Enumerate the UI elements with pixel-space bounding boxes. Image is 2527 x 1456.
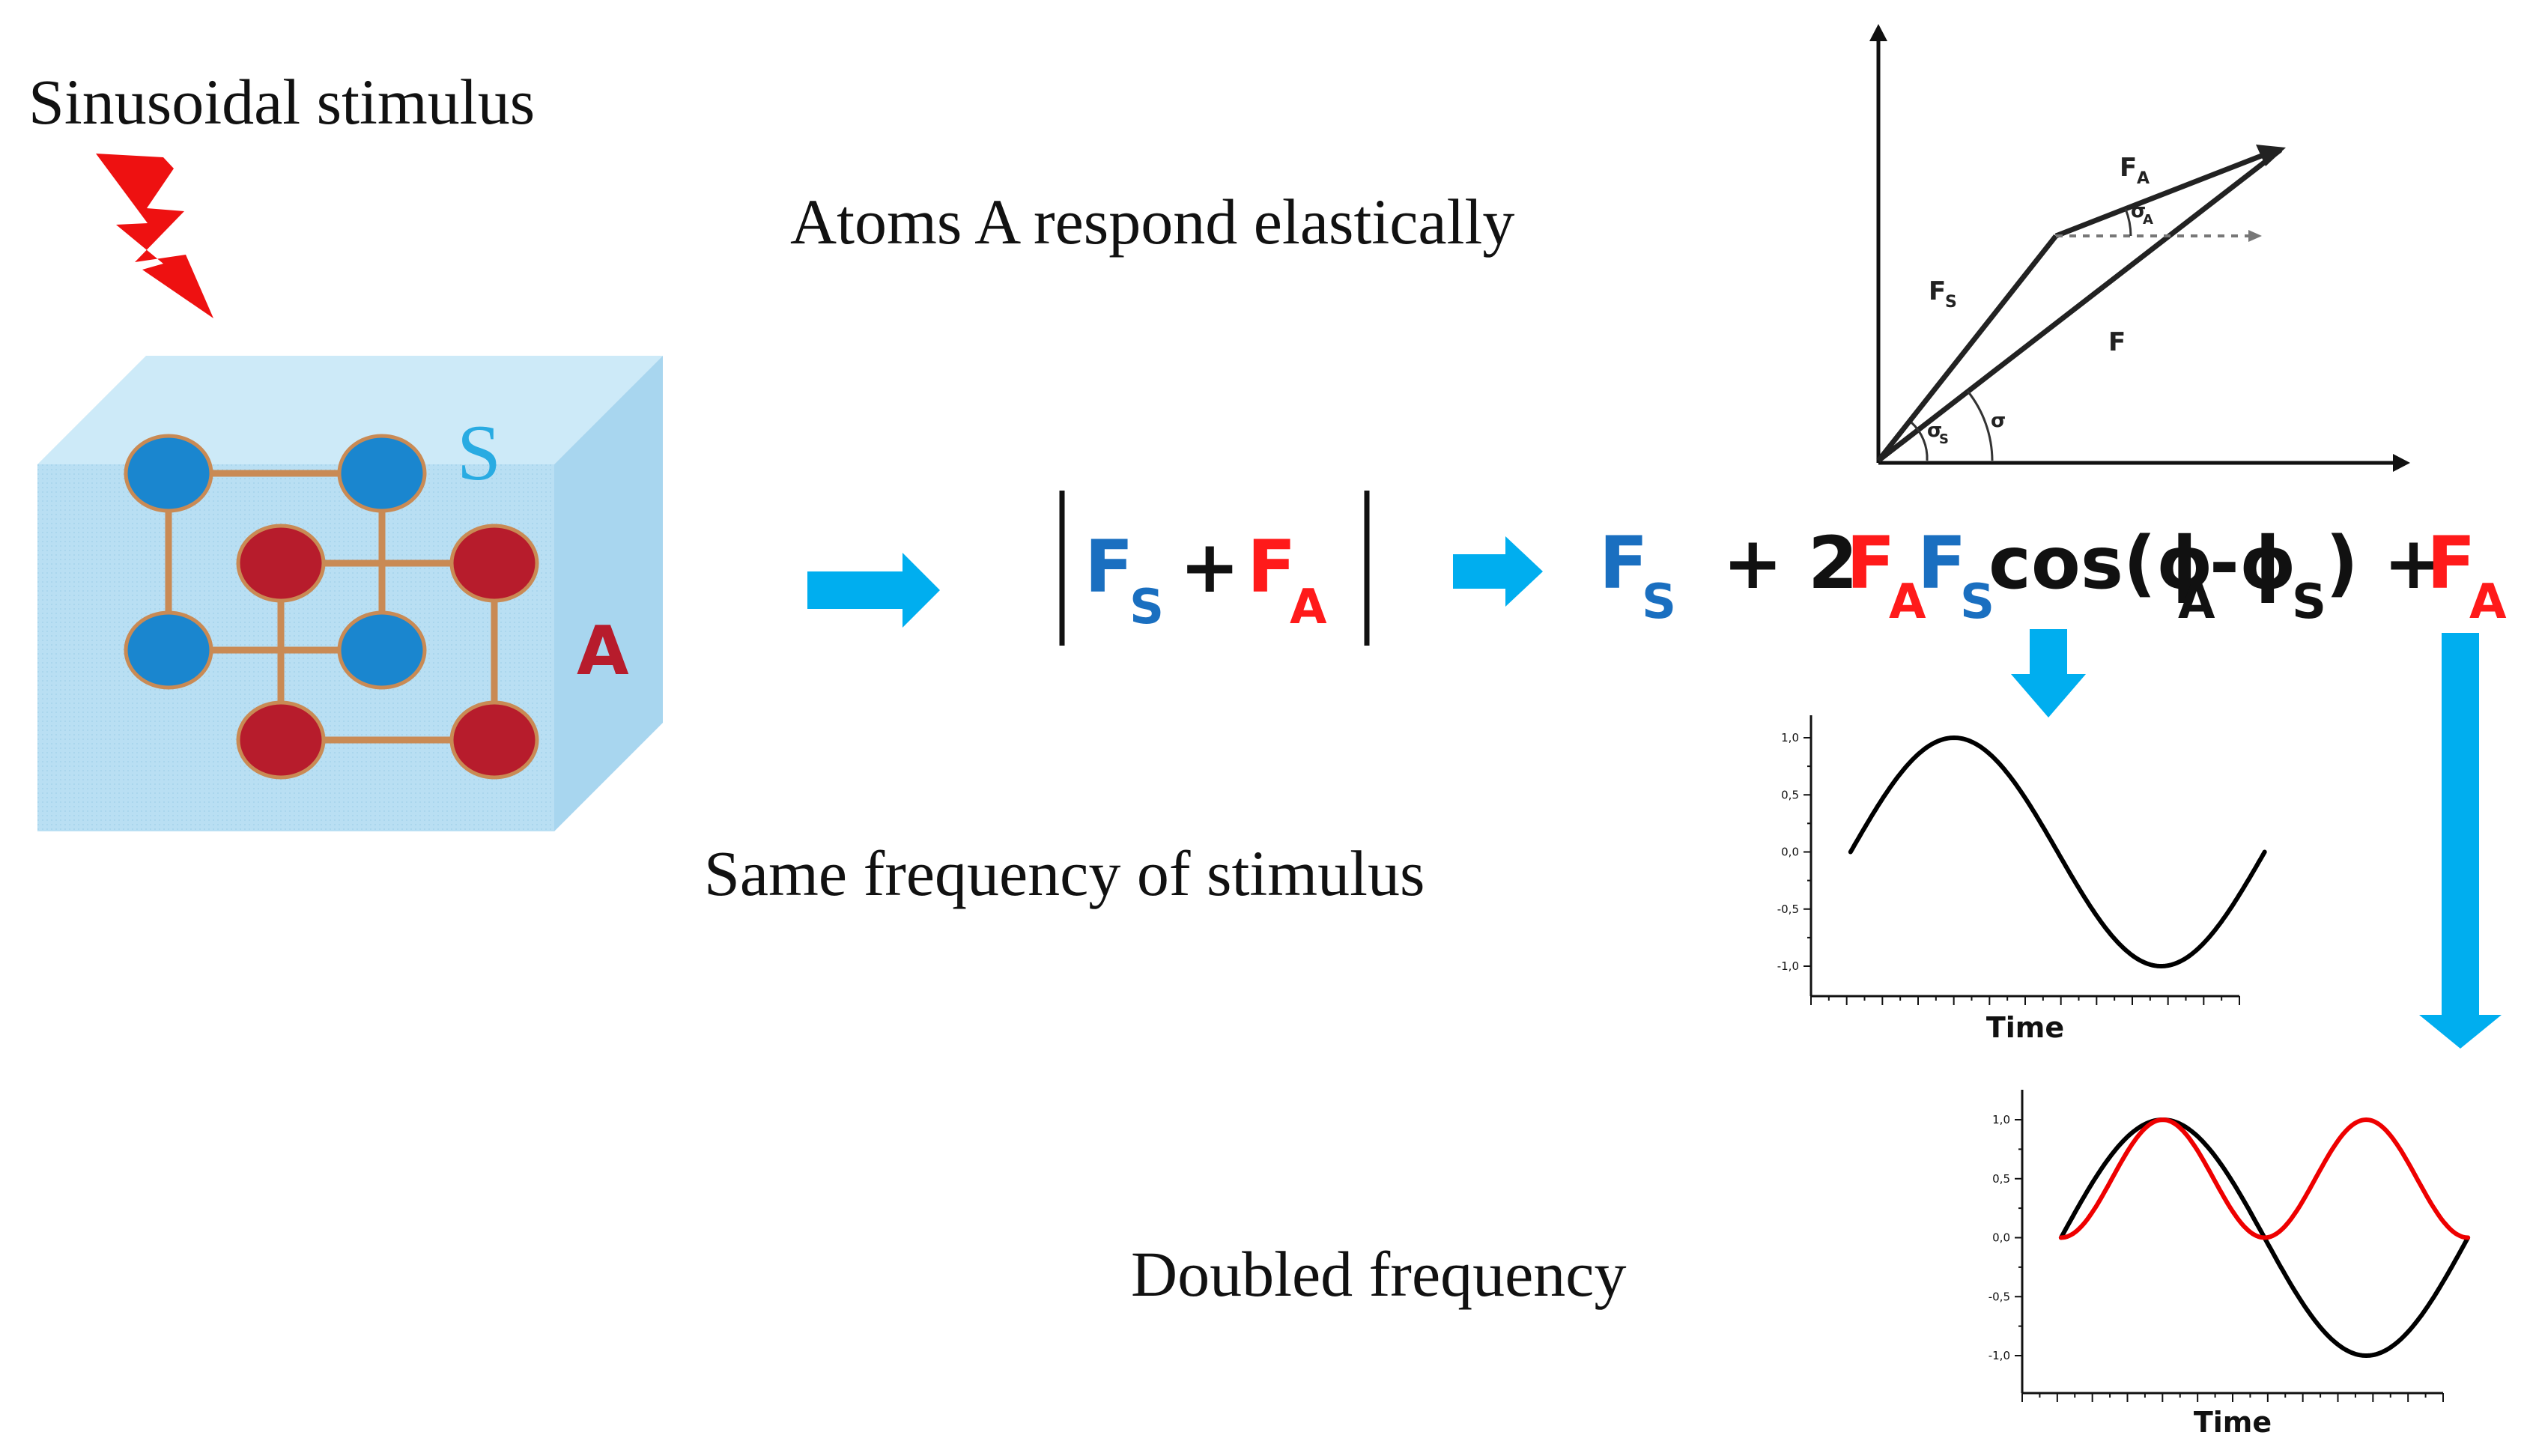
plot-y-tick-label: -1,0 (1777, 959, 1799, 973)
atom-a (449, 700, 539, 780)
label-fs-sub: S (1945, 293, 1957, 312)
caption-same-frequency: Same frequency of stimulus (704, 837, 1425, 909)
angle-arc (1966, 390, 1994, 461)
vector-x-axis-arrowhead (2393, 454, 2410, 472)
vector-f (1876, 148, 2283, 463)
abs-fs: F (1084, 525, 1134, 609)
vector-fa (2054, 147, 2278, 239)
crystal-side-face (554, 356, 663, 831)
caption-doubled-frequency: Doubled frequency (1131, 1238, 1626, 1310)
dashed-arrowhead (2248, 230, 2262, 242)
plot-x-label: Time (2194, 1406, 2272, 1439)
label-fa: F (2120, 153, 2137, 183)
eq-fa-second-sub: A (2469, 574, 2507, 630)
label-a: A (577, 612, 629, 691)
angle-label-a-sub: A (2143, 212, 2153, 228)
expanded-expression: F S + 2 F A F S cos(ϕ A -ϕ S ) + F A (1599, 521, 2507, 630)
plot-series-curve (2058, 1117, 2471, 1240)
eq-minus-phi: -ϕ (2209, 521, 2296, 605)
title-text: Sinusoidal stimulus (28, 66, 535, 138)
abs-fs-sub: S (1129, 580, 1164, 635)
abs-fa-sub: A (1290, 580, 1327, 635)
vector-y-axis-arrowhead (1869, 24, 1887, 41)
plot-series-curve (1848, 735, 2267, 968)
plot-y-tick-label: 1,0 (1781, 731, 1799, 744)
eq-fs-sub: S (1642, 574, 1676, 630)
arrow-down-icon (2419, 633, 2502, 1049)
angle-label: σ (1991, 410, 2006, 432)
atom-s (337, 434, 427, 513)
abs-fa: F (1247, 525, 1296, 609)
plot-y-tick-label: 1,0 (1992, 1113, 2010, 1126)
eq-fs-second-sub: S (1960, 574, 1994, 630)
vector-fs (1876, 234, 2058, 463)
crystal-block: S A (37, 356, 663, 831)
plot-x-label: Time (1986, 1011, 2064, 1044)
caption-elastic: Atoms A respond elastically (790, 186, 1514, 258)
atom-s (337, 610, 427, 690)
label-s: S (457, 409, 501, 497)
angle-arc-a (2124, 208, 2132, 237)
eq-fa-second: F (2427, 521, 2476, 605)
eq-cos: cos(ϕ (1988, 521, 2213, 605)
atom-s (124, 610, 213, 690)
eq-close-plus: ) + (2326, 521, 2444, 605)
label-f: F (2108, 327, 2126, 357)
plot-y-tick-label: 0,5 (1992, 1172, 2010, 1186)
eq-plus-two: + 2 (1723, 521, 1858, 605)
atom-a (236, 700, 326, 780)
arrow-down-icon (2011, 629, 2086, 718)
label-fs: F (1929, 276, 1946, 306)
abs-plus: + (1180, 525, 1240, 609)
arrow-right-icon (1453, 536, 1543, 607)
atom-s (124, 434, 213, 513)
plot-y-tick-label: 0,0 (1992, 1231, 2010, 1245)
crystal-top-face (37, 356, 663, 464)
vector-arrowhead (2256, 145, 2286, 166)
plot-y-tick-label: 0,5 (1781, 788, 1799, 801)
angle-arc-s (1910, 421, 1929, 461)
arrow-right-icon (807, 553, 940, 628)
vector-diagram: F S F A F σ S σ σ A (1869, 24, 2410, 472)
abs-expression: F S + F A (1059, 491, 1370, 646)
plot-y-tick-label: 0,0 (1781, 846, 1799, 859)
angle-label-s-sub: S (1939, 431, 1949, 447)
atom-a (236, 524, 326, 603)
eq-fa: F (1846, 521, 1896, 605)
plot-y-tick-label: -0,5 (1988, 1290, 2010, 1303)
eq-phi-s-sub: S (2292, 574, 2326, 630)
lightning-icon (96, 154, 213, 318)
atom-a (449, 524, 539, 603)
eq-fs: F (1599, 521, 1648, 605)
angle-label-a: σ (2131, 200, 2146, 222)
eq-fa-sub: A (1889, 574, 1926, 630)
plot-y-tick-label: -1,0 (1988, 1349, 2010, 1362)
eq-fs-second: F (1917, 521, 1967, 605)
plot-y-tick-label: -0,5 (1777, 903, 1799, 916)
label-fa-sub: A (2137, 169, 2150, 188)
eq-phi-a-sub: A (2178, 574, 2215, 630)
angle-label-s: σ (1927, 419, 1942, 442)
